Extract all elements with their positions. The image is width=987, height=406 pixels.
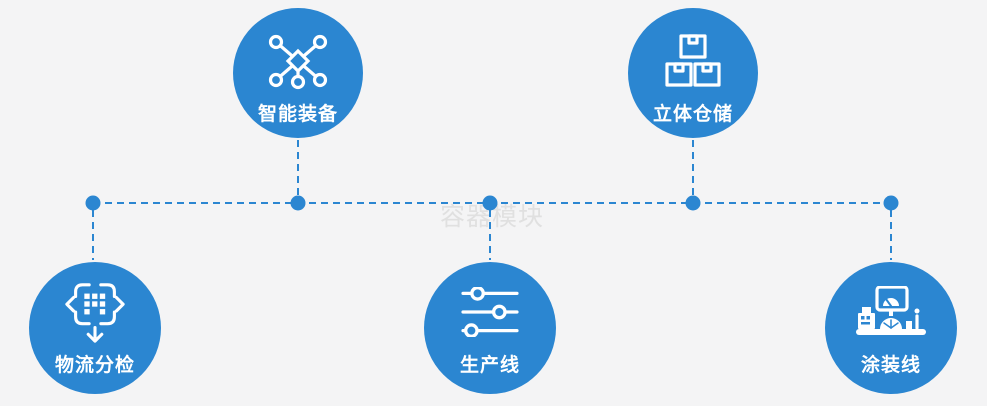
network-nodes-icon	[266, 32, 330, 90]
node-label: 生产线	[459, 355, 520, 376]
junction-dot	[290, 195, 306, 211]
sliders-icon	[461, 283, 519, 341]
sorting-arrows-icon	[64, 283, 126, 343]
junction-dot	[85, 195, 101, 211]
node-painting-line[interactable]: 涂装线	[825, 262, 957, 394]
junction-dot	[482, 195, 498, 211]
node-logistics-sorting[interactable]: 物流分检	[29, 262, 161, 394]
node-smart-equipment[interactable]: 智能装备	[233, 8, 363, 138]
stacked-boxes-icon	[665, 32, 721, 90]
node-label: 智能装备	[257, 104, 338, 125]
node-label: 物流分检	[54, 355, 135, 376]
paint-station-icon	[855, 283, 927, 341]
junction-dot	[883, 195, 899, 211]
node-production-line[interactable]: 生产线	[424, 262, 556, 394]
node-warehouse[interactable]: 立体仓储	[628, 8, 758, 138]
node-label: 立体仓储	[652, 104, 733, 125]
junction-dot	[685, 195, 701, 211]
node-label: 涂装线	[860, 355, 921, 376]
